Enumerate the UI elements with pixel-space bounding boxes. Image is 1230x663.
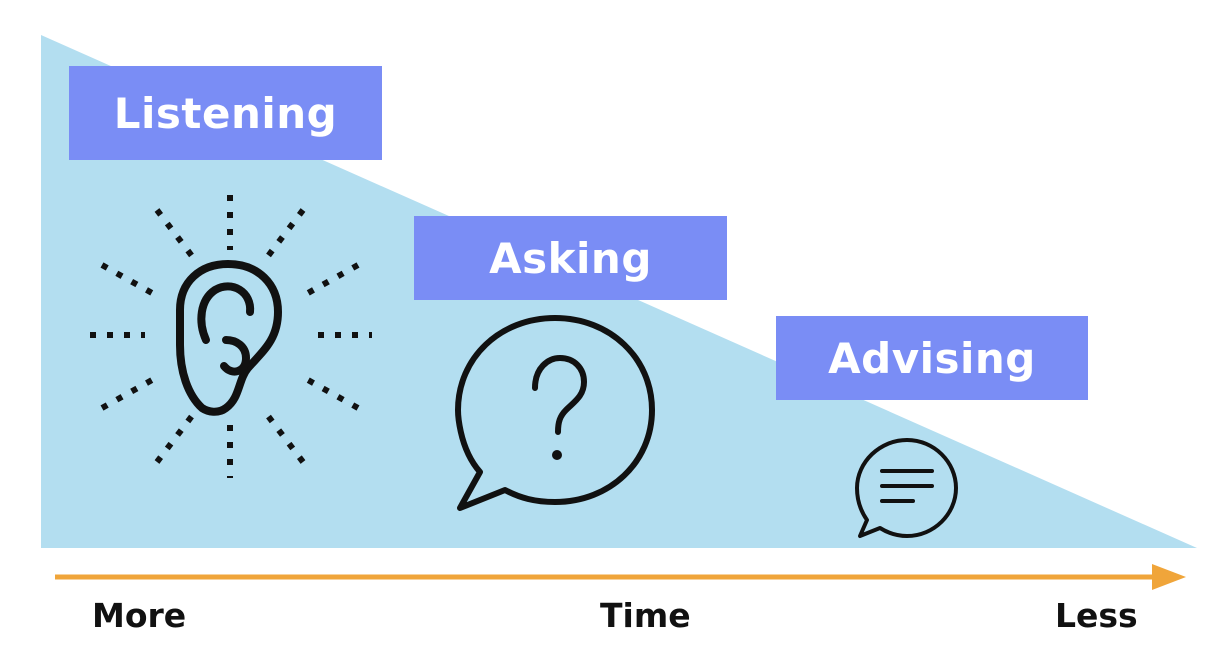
- time-axis-arrow: [55, 564, 1186, 590]
- question-speech-bubble-icon: [455, 315, 655, 511]
- axis-center-label: Time: [600, 596, 691, 635]
- advising-label: Advising: [776, 316, 1088, 400]
- asking-label: Asking: [414, 216, 727, 300]
- listening-label: Listening: [69, 66, 382, 160]
- ear-icon: [90, 195, 372, 478]
- text-speech-bubble-icon: [855, 438, 958, 538]
- axis-left-label: More: [92, 596, 187, 635]
- axis-right-label: Less: [1055, 596, 1138, 635]
